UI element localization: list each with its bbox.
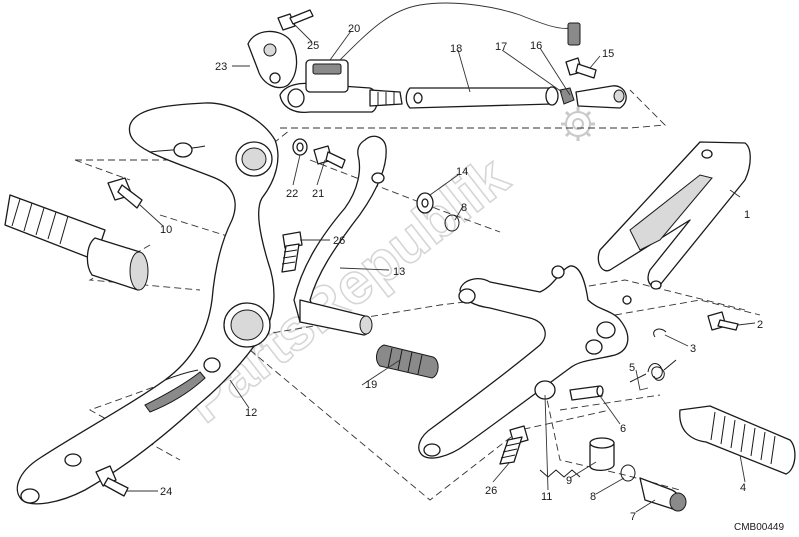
callout-24: 24 [160,486,172,498]
part-8-circlip-upper [444,214,460,232]
callout-25: 25 [307,40,319,52]
part-15-bolt [565,57,597,79]
part-26-bolt-lower [499,425,529,465]
callout-8-upper: 8 [461,202,467,214]
part-16-clevis [575,85,627,109]
part-21-bolt [313,145,346,169]
callout-labels: 1 2 3 4 5 6 7 8 8 9 10 11 12 13 14 15 16… [160,23,763,523]
part-3-clip [653,328,667,338]
callout-6: 6 [620,423,626,435]
part-18-pushrod [405,86,559,109]
callout-15: 15 [602,48,614,60]
callout-17: 17 [495,41,507,53]
part-4-footpeg [679,405,796,475]
part-9-bush [589,437,615,472]
part-25-bolt [277,9,314,31]
callout-19: 19 [365,379,377,391]
callout-10: 10 [160,224,172,236]
part-19-pedal-rubber [376,344,439,379]
leader-lines [127,24,756,513]
part-10-bolt [107,177,143,209]
callout-23: 23 [215,61,227,73]
callout-2: 2 [757,319,763,331]
callout-3: 3 [690,343,696,355]
part-peg-left [4,194,149,291]
callout-1: 1 [744,209,750,221]
part-20-master-cylinder [279,2,581,114]
callout-20: 20 [348,23,360,35]
callout-11: 11 [541,491,552,503]
part-11-spring-clip [539,469,581,478]
part-12-rear-set-bracket [16,102,279,505]
gear-icon [561,107,595,141]
callout-7: 7 [630,511,636,523]
callout-21: 21 [312,188,324,200]
part-22-washer [292,138,308,156]
part-14-washer [416,192,434,214]
part-7-bolt [639,477,687,512]
callout-26-lower: 26 [485,485,497,497]
part-23-bracket [247,30,298,89]
callout-14: 14 [456,166,468,178]
callout-26-upper: 26 [333,235,345,247]
part-8-circlip-lower [620,464,636,482]
part-1-heel-guard [597,141,751,290]
callout-5: 5 [629,362,635,374]
callout-22: 22 [286,188,298,200]
part-17-nut [559,87,575,105]
callout-12: 12 [245,407,257,419]
part-6-pin [569,385,604,401]
part-footpeg-bracket-right [418,265,632,459]
callout-18: 18 [450,43,462,55]
callout-16: 16 [530,40,542,52]
part-26-bolt-upper [281,231,303,273]
part-5-spring [629,359,677,383]
part-13-brake-lever [293,135,387,336]
callout-8-lower: 8 [590,491,596,503]
diagram-code: CMB00449 [734,522,784,533]
callout-4: 4 [740,482,746,494]
callout-13: 13 [393,266,405,278]
part-24-bolt [95,465,129,497]
part-2-bolt [707,311,739,331]
callout-9: 9 [566,475,572,487]
